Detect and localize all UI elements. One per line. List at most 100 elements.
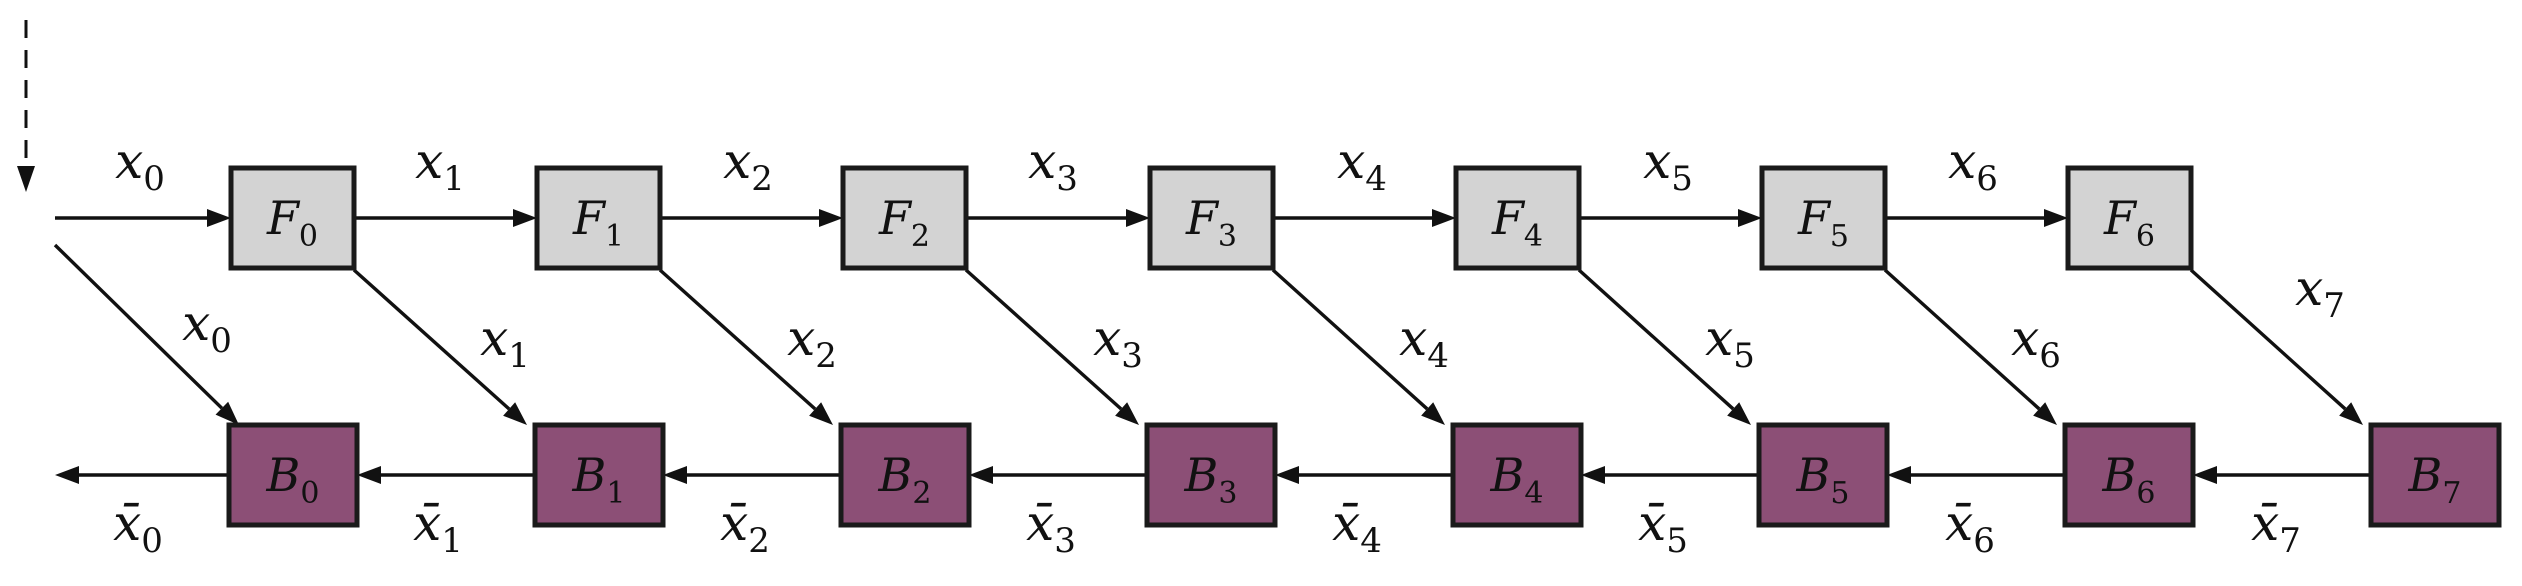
forward-edge-label-3-symbol: x (1028, 132, 1056, 190)
forward-edge-0 (55, 209, 231, 227)
backward-edge-6 (1887, 466, 2065, 484)
nodes-layer (226, 165, 2502, 528)
backward-node-label-1-subscript: 1 (606, 476, 625, 511)
backward-node-label-2: B2 (878, 448, 932, 511)
forward-edge-label-2-symbol: x (723, 132, 751, 190)
forward-edge-6 (1885, 209, 2068, 227)
forward-node-label-1: F1 (572, 191, 624, 254)
diagonal-edge-label-0-symbol: x (182, 294, 210, 352)
backward-edge-5-head (1581, 466, 1605, 484)
backward-node-label-0-symbol: B (266, 448, 301, 502)
backward-node-label-3-symbol: B (1184, 448, 1219, 502)
diagonal-edge-4-line (1271, 268, 1429, 411)
backward-node-label-1: B1 (572, 448, 626, 511)
diagonal-edge-3-head (1115, 402, 1139, 425)
input-pointer-head (17, 166, 35, 192)
diagonal-edge-6 (1883, 268, 2057, 425)
diagonal-edge-3-line (964, 268, 1123, 411)
backward-edge-label-3: x̄3 (1026, 494, 1076, 561)
forward-edge-1 (354, 209, 537, 227)
forward-edge-label-5: x5 (1643, 132, 1693, 199)
diagonal-edge-5-line (1577, 268, 1735, 411)
forward-node-label-5-symbol: F (1797, 191, 1832, 245)
forward-node-3 (1147, 165, 1276, 271)
backward-node-label-4-subscript: 4 (1524, 476, 1543, 511)
backward-edge-label-4-symbol: x̄ (1332, 494, 1360, 552)
forward-edge-label-2: x2 (723, 132, 773, 199)
diagonal-edge-6-head (2033, 402, 2057, 425)
backward-edge-label-0-symbol: x̄ (113, 494, 141, 552)
diagonal-edge-4 (1271, 268, 1445, 425)
backward-edge-label-4-subscript: 4 (1360, 521, 1382, 561)
forward-edge-5 (1579, 209, 1762, 227)
backward-node-label-6-subscript: 6 (2136, 476, 2155, 511)
forward-node-label-3: F3 (1185, 191, 1237, 254)
backward-edge-label-0: x̄0 (113, 494, 163, 561)
backward-node-label-5-symbol: B (1796, 448, 1831, 502)
backward-edge-label-2: x̄2 (720, 494, 770, 561)
forward-edge-label-1-symbol: x (415, 132, 443, 190)
forward-edge-6-head (2044, 209, 2068, 227)
forward-node-label-2: F2 (878, 191, 930, 254)
forward-node-1 (534, 165, 663, 271)
forward-edge-label-6-symbol: x (1948, 132, 1976, 190)
backward-edge-label-5-subscript: 5 (1666, 521, 1688, 561)
backward-node-label-4-symbol: B (1490, 448, 1525, 502)
forward-node-4 (1453, 165, 1582, 271)
backward-edge-3 (969, 466, 1147, 484)
forward-edge-4 (1273, 209, 1456, 227)
backward-node-1 (532, 422, 666, 528)
backward-edge-label-6-symbol: x̄ (1945, 494, 1973, 552)
backward-node-label-3: B3 (1184, 448, 1238, 511)
forward-edge-0-head (207, 209, 231, 227)
backward-node-label-3-subscript: 3 (1218, 476, 1237, 511)
diagonal-edge-2-head (809, 402, 833, 425)
forward-node-label-3-subscript: 3 (1218, 219, 1237, 254)
diagonal-edge-label-3-symbol: x (1093, 309, 1121, 367)
diagonal-edge-label-5-symbol: x (1705, 309, 1733, 367)
backward-node-label-0-subscript: 0 (300, 476, 319, 511)
forward-node-label-0: F0 (266, 191, 318, 254)
backward-edge-2 (663, 466, 841, 484)
input-pointer (17, 20, 35, 192)
forward-node-label-0-symbol: F (266, 191, 301, 245)
backward-edge-label-5: x̄5 (1638, 494, 1688, 561)
backward-node-7 (2368, 422, 2502, 528)
forward-node-label-2-subscript: 2 (911, 219, 930, 254)
diagonal-edge-label-6-subscript: 6 (2039, 336, 2061, 376)
forward-node-label-3-symbol: F (1185, 191, 1220, 245)
forward-edge-label-3: x3 (1028, 132, 1078, 199)
forward-node-label-5: F5 (1797, 191, 1849, 254)
backward-edge-label-7: x̄7 (2251, 494, 2301, 561)
diagonal-edge-label-7: x7 (2295, 259, 2345, 326)
forward-node-label-1-subscript: 1 (605, 219, 624, 254)
diagonal-edge-label-5: x5 (1705, 309, 1755, 376)
diagonal-edge-0-line (53, 243, 224, 410)
diagonal-edge-label-3-subscript: 3 (1121, 336, 1143, 376)
diagonal-edge-label-7-symbol: x (2295, 259, 2323, 317)
backward-edge-label-2-symbol: x̄ (720, 494, 748, 552)
backward-node-5 (1756, 422, 1890, 528)
diagonal-edge-label-5-subscript: 5 (1733, 336, 1755, 376)
forward-node-label-4-subscript: 4 (1524, 219, 1543, 254)
backward-edge-1-head (357, 466, 381, 484)
forward-node-label-4: F4 (1491, 191, 1543, 254)
diagonal-edge-1-line (352, 268, 511, 411)
diagonal-edge-2 (658, 268, 833, 425)
backward-edge-4-head (1275, 466, 1299, 484)
diagonal-edge-4-head (1421, 402, 1445, 425)
diagonal-edge-5 (1577, 268, 1751, 425)
backward-edge-2-head (663, 466, 687, 484)
forward-edge-label-0-subscript: 0 (143, 159, 165, 199)
forward-edge-1-head (513, 209, 537, 227)
backward-edge-label-4: x̄4 (1332, 494, 1382, 561)
backward-node-3 (1144, 422, 1278, 528)
backward-edge-7-head (2193, 466, 2217, 484)
forward-edge-label-0-symbol: x (115, 132, 143, 190)
backward-edge-7 (2193, 466, 2371, 484)
backward-node-label-7-symbol: B (2408, 448, 2443, 502)
diagonal-edge-label-7-subscript: 7 (2323, 286, 2345, 326)
backward-node-6 (2062, 422, 2196, 528)
diagonal-edge-0-head (215, 401, 239, 425)
